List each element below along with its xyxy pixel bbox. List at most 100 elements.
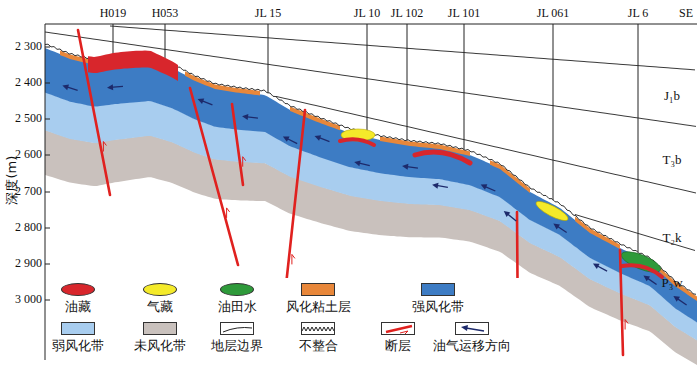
- well-name: JL 15: [255, 7, 282, 20]
- formation-boundary: [110, 26, 695, 70]
- fault-line: [78, 30, 110, 195]
- legend-swatch: [143, 322, 177, 335]
- migration-arrowhead: [315, 135, 322, 141]
- well-line: [113, 24, 114, 58]
- axis-tick: [45, 47, 50, 48]
- well-name: JL 6: [628, 7, 649, 20]
- legend-swatch: [61, 322, 95, 335]
- formation-label: T₂k: [663, 231, 682, 245]
- legend-swatch: [421, 283, 455, 296]
- unconformity-line: [45, 44, 696, 294]
- oil-reservoir: [415, 152, 470, 163]
- legend-symbol: [381, 322, 415, 335]
- well-name: JL 10: [354, 7, 381, 20]
- fault-line: [232, 104, 243, 185]
- legend-swatch: [143, 283, 177, 296]
- depth-tick: 2 500: [15, 112, 42, 125]
- axis-tick: [45, 119, 50, 120]
- migration-arrowhead: [504, 211, 511, 217]
- clay-layer: [185, 71, 260, 95]
- well-name: H053: [152, 7, 179, 20]
- depth-tick: 2 400: [15, 76, 42, 89]
- legend-swatch: [61, 283, 95, 296]
- fault-line: [620, 250, 623, 355]
- well-line: [367, 24, 368, 133]
- fault-slip-mark: [243, 157, 246, 167]
- legend-symbol: [301, 322, 335, 335]
- migration-arrowhead: [481, 184, 488, 190]
- arrow-sample-head: [461, 325, 468, 331]
- legend-symbol: [455, 322, 489, 335]
- legend-symbol: [220, 322, 254, 335]
- fault-sample-mark: [400, 331, 408, 334]
- axis-tick: [45, 228, 50, 229]
- axis-tick: [45, 192, 50, 193]
- migration-arrowhead: [402, 164, 408, 170]
- formation-boundary: [575, 215, 695, 251]
- legend-text: 未风化带: [134, 338, 186, 353]
- legend-text: 油气运移方向: [433, 338, 511, 353]
- fault-slip-mark: [103, 142, 106, 152]
- clay-layer: [490, 160, 530, 193]
- axis-tick: [45, 300, 50, 301]
- legend-text: 油藏: [65, 299, 91, 314]
- legend-text: 气藏: [147, 299, 173, 314]
- well-line: [464, 24, 465, 150]
- depth-tick: 2 600: [15, 148, 42, 161]
- legend-text: 油田水: [218, 299, 257, 314]
- clay-layer: [660, 268, 697, 301]
- legend-text: 不整合: [299, 338, 338, 353]
- depth-tick: 2 300: [15, 40, 42, 53]
- migration-arrowhead: [643, 275, 650, 281]
- well-line: [553, 24, 554, 200]
- migration-arrowhead: [553, 224, 560, 230]
- axis-tick: [45, 264, 50, 265]
- migration-arrowhead: [198, 98, 205, 104]
- well-line: [407, 24, 408, 141]
- formation-boundary: [45, 32, 696, 126]
- well-line: [165, 24, 166, 61]
- unconformity-sample: [302, 327, 334, 331]
- formation-label: J₁b: [664, 89, 680, 103]
- legend-swatch: [220, 283, 254, 296]
- migration-arrowhead: [354, 160, 361, 166]
- fault-line: [190, 88, 238, 265]
- formation-label: P₃w: [661, 276, 682, 290]
- depth-tick: 2 900: [15, 257, 42, 270]
- well-name: H019: [100, 7, 127, 20]
- boundary-sample: [223, 328, 252, 333]
- migration-arrowhead: [107, 84, 113, 90]
- legend-text: 断层: [385, 338, 411, 353]
- legend-text: 地层边界: [211, 338, 263, 353]
- formation-label: T₃b: [663, 153, 682, 167]
- migration-arrowhead: [593, 264, 600, 269]
- oil-reservoir: [340, 139, 374, 145]
- direction-label: SE: [679, 7, 693, 20]
- migration-arrowhead: [62, 85, 69, 91]
- legend-text: 弱风化带: [52, 338, 104, 353]
- frame-top: [45, 24, 697, 25]
- depth-tick: 2 700: [15, 185, 42, 198]
- arrow-sample: [466, 328, 484, 331]
- fault-slip-mark: [227, 208, 230, 218]
- fault-slip-mark: [292, 254, 295, 264]
- axis-title: 深度(m): [5, 156, 19, 205]
- legend-swatch: [301, 283, 335, 296]
- legend-box: 油藏 气藏 油田水 风化粘土层 强风化带弱风化带 未风化带 地层边界 不整合 断层 油气运移方向: [55, 278, 528, 358]
- oil-reservoir: [622, 265, 662, 277]
- migration-arrowhead: [242, 114, 248, 120]
- legend-text: 风化粘土层: [286, 299, 351, 314]
- migration-arrowhead: [432, 183, 438, 189]
- migration-arrowhead: [673, 296, 680, 302]
- legend-text: 强风化带: [412, 299, 464, 314]
- migration-arrowhead: [283, 136, 290, 141]
- well-name: JL 061: [537, 7, 570, 20]
- formation-boundary: [276, 96, 696, 193]
- well-name: JL 102: [391, 7, 424, 20]
- oil-reservoir: [88, 51, 178, 82]
- gas-reservoir: [534, 198, 570, 224]
- fault-slip-mark: [625, 320, 628, 330]
- well-line: [638, 24, 639, 252]
- axis-tick: [45, 155, 50, 156]
